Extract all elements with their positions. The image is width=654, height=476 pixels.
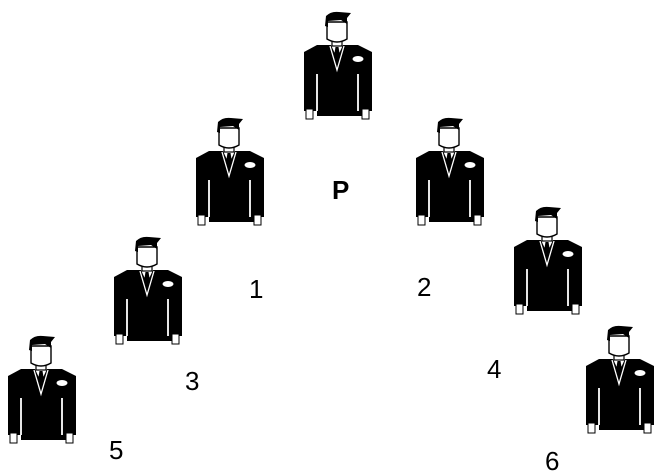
figure-3-icon — [113, 235, 183, 345]
figure-2-icon — [415, 116, 485, 226]
label-p: P — [332, 175, 350, 205]
figure-5-icon — [7, 334, 77, 444]
label-5: 5 — [109, 435, 124, 465]
figure-1-icon — [195, 116, 265, 226]
label-2: 2 — [417, 272, 432, 302]
label-6: 6 — [545, 446, 560, 476]
label-1: 1 — [249, 274, 264, 304]
figure-6-icon — [585, 324, 654, 434]
figure-top-icon — [303, 10, 373, 120]
label-3: 3 — [185, 366, 200, 396]
figures — [7, 10, 654, 444]
label-4: 4 — [487, 354, 502, 384]
figure-4-icon — [513, 205, 583, 315]
